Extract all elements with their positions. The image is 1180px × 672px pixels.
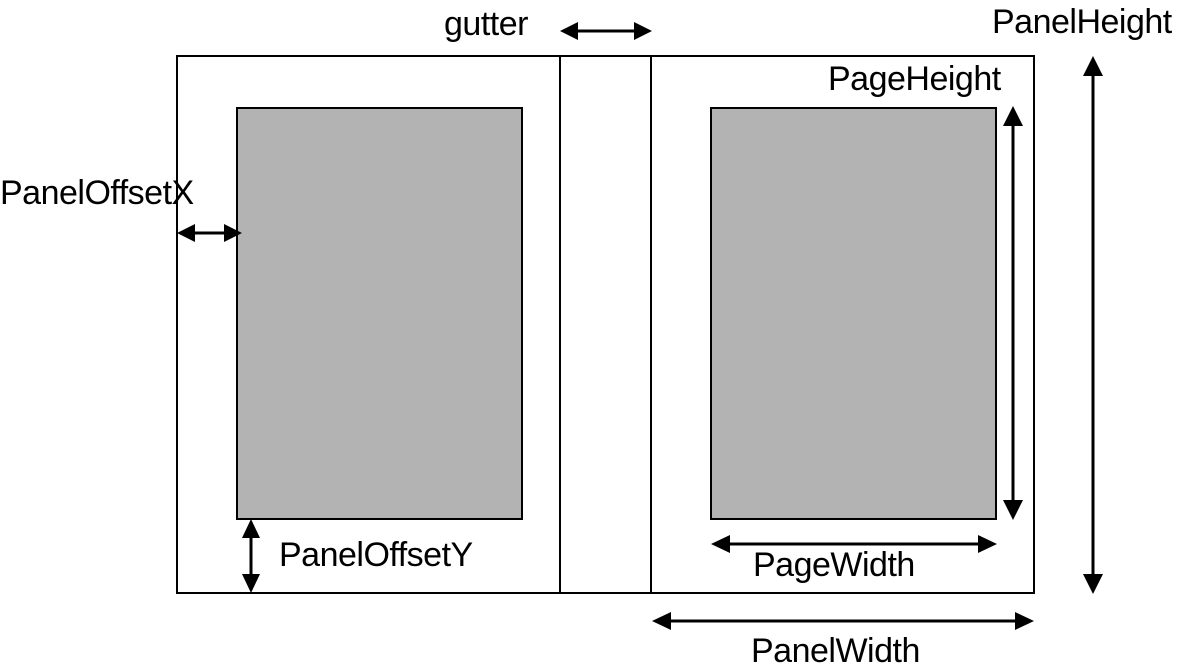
page-width-arrow	[711, 535, 997, 553]
gutter-arrow	[560, 22, 652, 40]
gutter-region	[559, 55, 652, 594]
panel-offset-y-arrow	[242, 519, 260, 593]
right-panel	[650, 55, 1035, 594]
gutter-label: gutter	[444, 5, 528, 43]
panel-height-label: PanelHeight	[992, 3, 1173, 41]
panel-offset-x-arrow	[177, 224, 242, 242]
panel-offset-x-label: PanelOffsetX	[0, 174, 194, 212]
right-page	[710, 107, 997, 520]
page-height-label: PageHeight	[828, 60, 1002, 98]
page-width-label: PageWidth	[753, 546, 915, 584]
left-page	[236, 107, 523, 520]
panel-width-label: PanelWidth	[751, 632, 920, 670]
panel-width-arrow	[652, 612, 1034, 630]
panel-offset-y-label: PanelOffsetY	[279, 536, 473, 574]
panel-height-arrow	[1083, 56, 1103, 594]
page-height-arrow	[1003, 106, 1023, 520]
